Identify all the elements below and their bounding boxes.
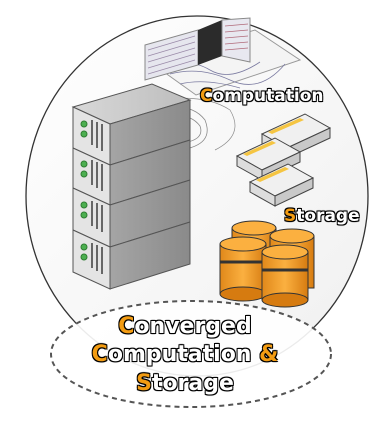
storage-label: Storage [284,206,360,226]
storage-drive-icon [235,113,332,207]
database-disk-icon [219,220,315,308]
seismic-maps-icon [139,17,302,151]
converged-dashed-ellipse [50,300,332,408]
converged-line-3: Storage [136,371,234,396]
converged-line-1: Converged [118,314,252,339]
server-rack-icon [71,83,192,290]
converged-line-2: Computation & [91,342,279,367]
computation-label: Computation [200,86,324,106]
